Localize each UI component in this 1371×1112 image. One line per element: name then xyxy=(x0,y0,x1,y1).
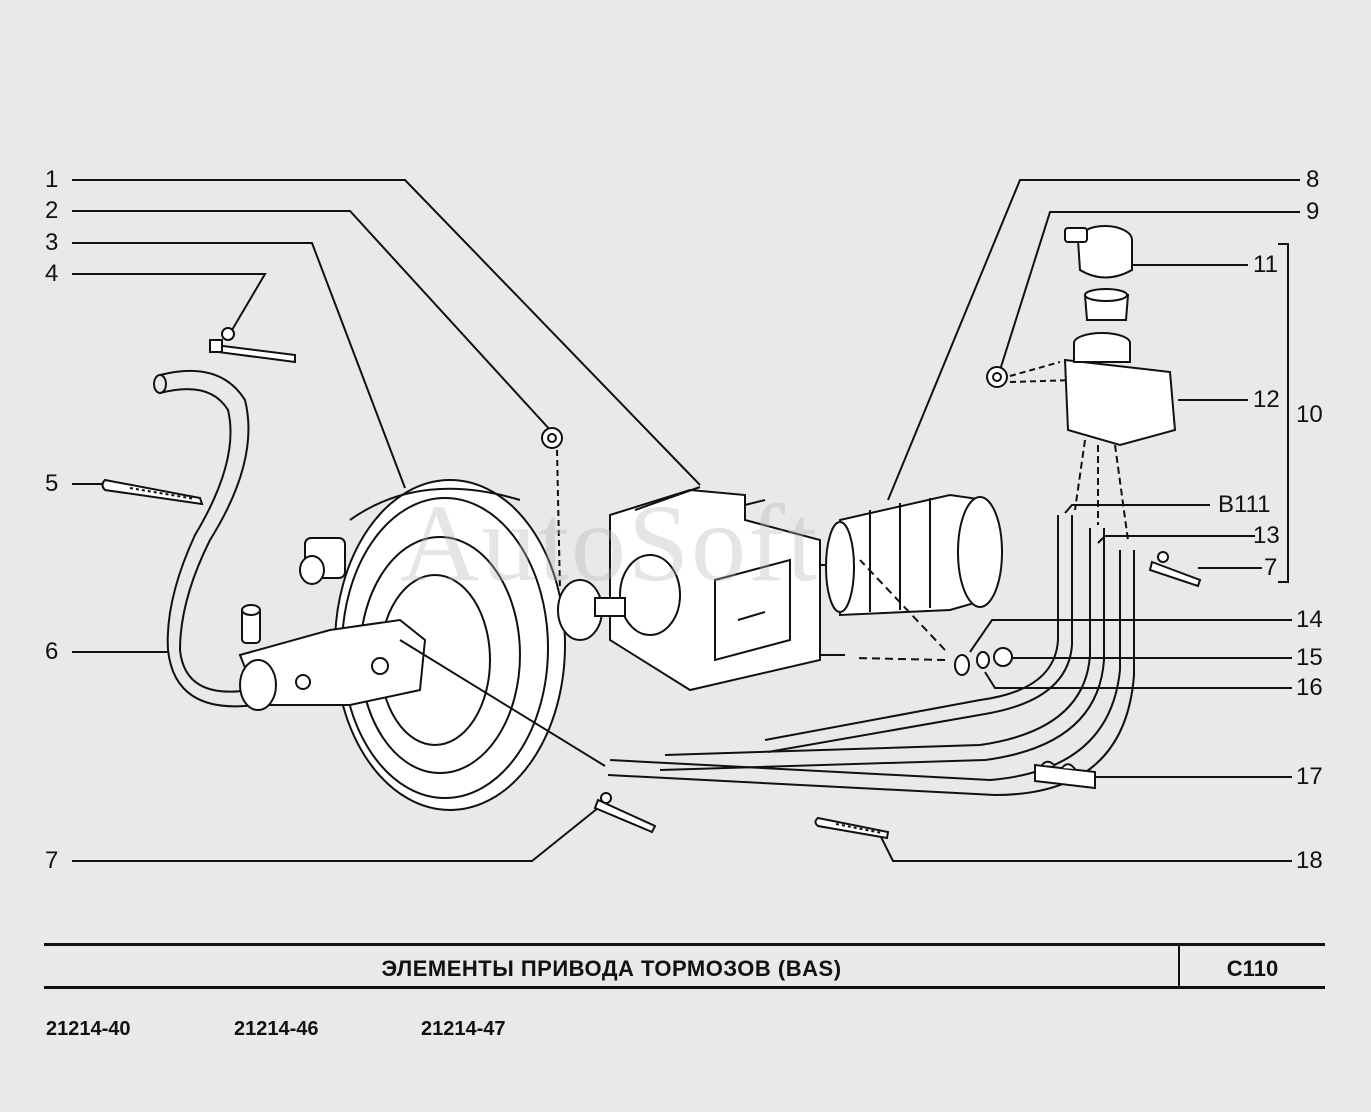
callout-18: 18 xyxy=(1296,847,1323,874)
callout-12: 12 xyxy=(1253,386,1280,413)
bracket-10 xyxy=(1278,243,1289,583)
leader-13 xyxy=(1097,535,1255,544)
callout-15: 15 xyxy=(1296,644,1323,671)
callout-7-left: 7 xyxy=(45,847,59,874)
part-11-cap xyxy=(1064,225,1133,321)
reservoir-hoses xyxy=(399,515,1135,797)
callout-14: 14 xyxy=(1296,606,1323,633)
master-cylinder xyxy=(238,537,427,711)
leader-16 xyxy=(984,671,1292,689)
callout-11: 11 xyxy=(1253,251,1278,278)
model-number: 21214-40 xyxy=(46,1018,131,1040)
part-4-clip xyxy=(209,327,296,364)
part-8-filter xyxy=(825,493,1003,617)
callout-2: 2 xyxy=(45,197,59,224)
part-7b-clip xyxy=(1148,551,1202,588)
callout-9: 9 xyxy=(1306,198,1320,225)
leader-14 xyxy=(969,619,1292,653)
parts-14-16-hardware xyxy=(854,559,1013,676)
title-block: ЭЛЕМЕНТЫ ПРИВОДА ТОРМОЗОВ (BAS) C110 xyxy=(44,943,1325,989)
part-18-tie xyxy=(814,816,890,840)
callout-1: 1 xyxy=(45,166,59,193)
model-number: 21214-47 xyxy=(421,1018,506,1040)
leader-9 xyxy=(999,211,1300,371)
callout-3: 3 xyxy=(45,229,59,256)
model-number: 21214-46 xyxy=(234,1018,319,1040)
part-6-hose xyxy=(153,369,256,708)
leader-3 xyxy=(72,242,406,489)
leader-18 xyxy=(879,834,1292,862)
leader-2 xyxy=(72,210,553,433)
part-17-clamp xyxy=(1034,760,1096,790)
diagram-title: ЭЛЕМЕНТЫ ПРИВОДА ТОРМОЗОВ (BAS) xyxy=(381,956,842,981)
title-divider xyxy=(1178,946,1180,986)
diagram-code: C110 xyxy=(1226,956,1279,981)
callout-6: 6 xyxy=(45,638,59,665)
part-2-nut xyxy=(541,427,563,591)
callout-4: 4 xyxy=(45,260,59,287)
callout-16: 16 xyxy=(1296,674,1323,701)
part-5-tie xyxy=(101,478,204,506)
callout-13: 13 xyxy=(1253,522,1280,549)
callout-10: 10 xyxy=(1296,401,1323,428)
leader-8 xyxy=(887,179,1300,501)
part-1-bracket xyxy=(557,486,845,692)
callout-17: 17 xyxy=(1296,763,1323,790)
part-7a-clip xyxy=(593,792,657,834)
callout-5: 5 xyxy=(45,470,59,497)
leader-4 xyxy=(72,273,267,331)
callout-B111: B111 xyxy=(1218,491,1271,518)
callout-8: 8 xyxy=(1306,166,1320,193)
leader-7a xyxy=(72,807,599,862)
part-12-reservoir xyxy=(1063,332,1177,541)
leader-B111 xyxy=(1064,504,1210,514)
leader-1 xyxy=(72,179,701,486)
callout-7-right: 7 xyxy=(1264,554,1278,581)
